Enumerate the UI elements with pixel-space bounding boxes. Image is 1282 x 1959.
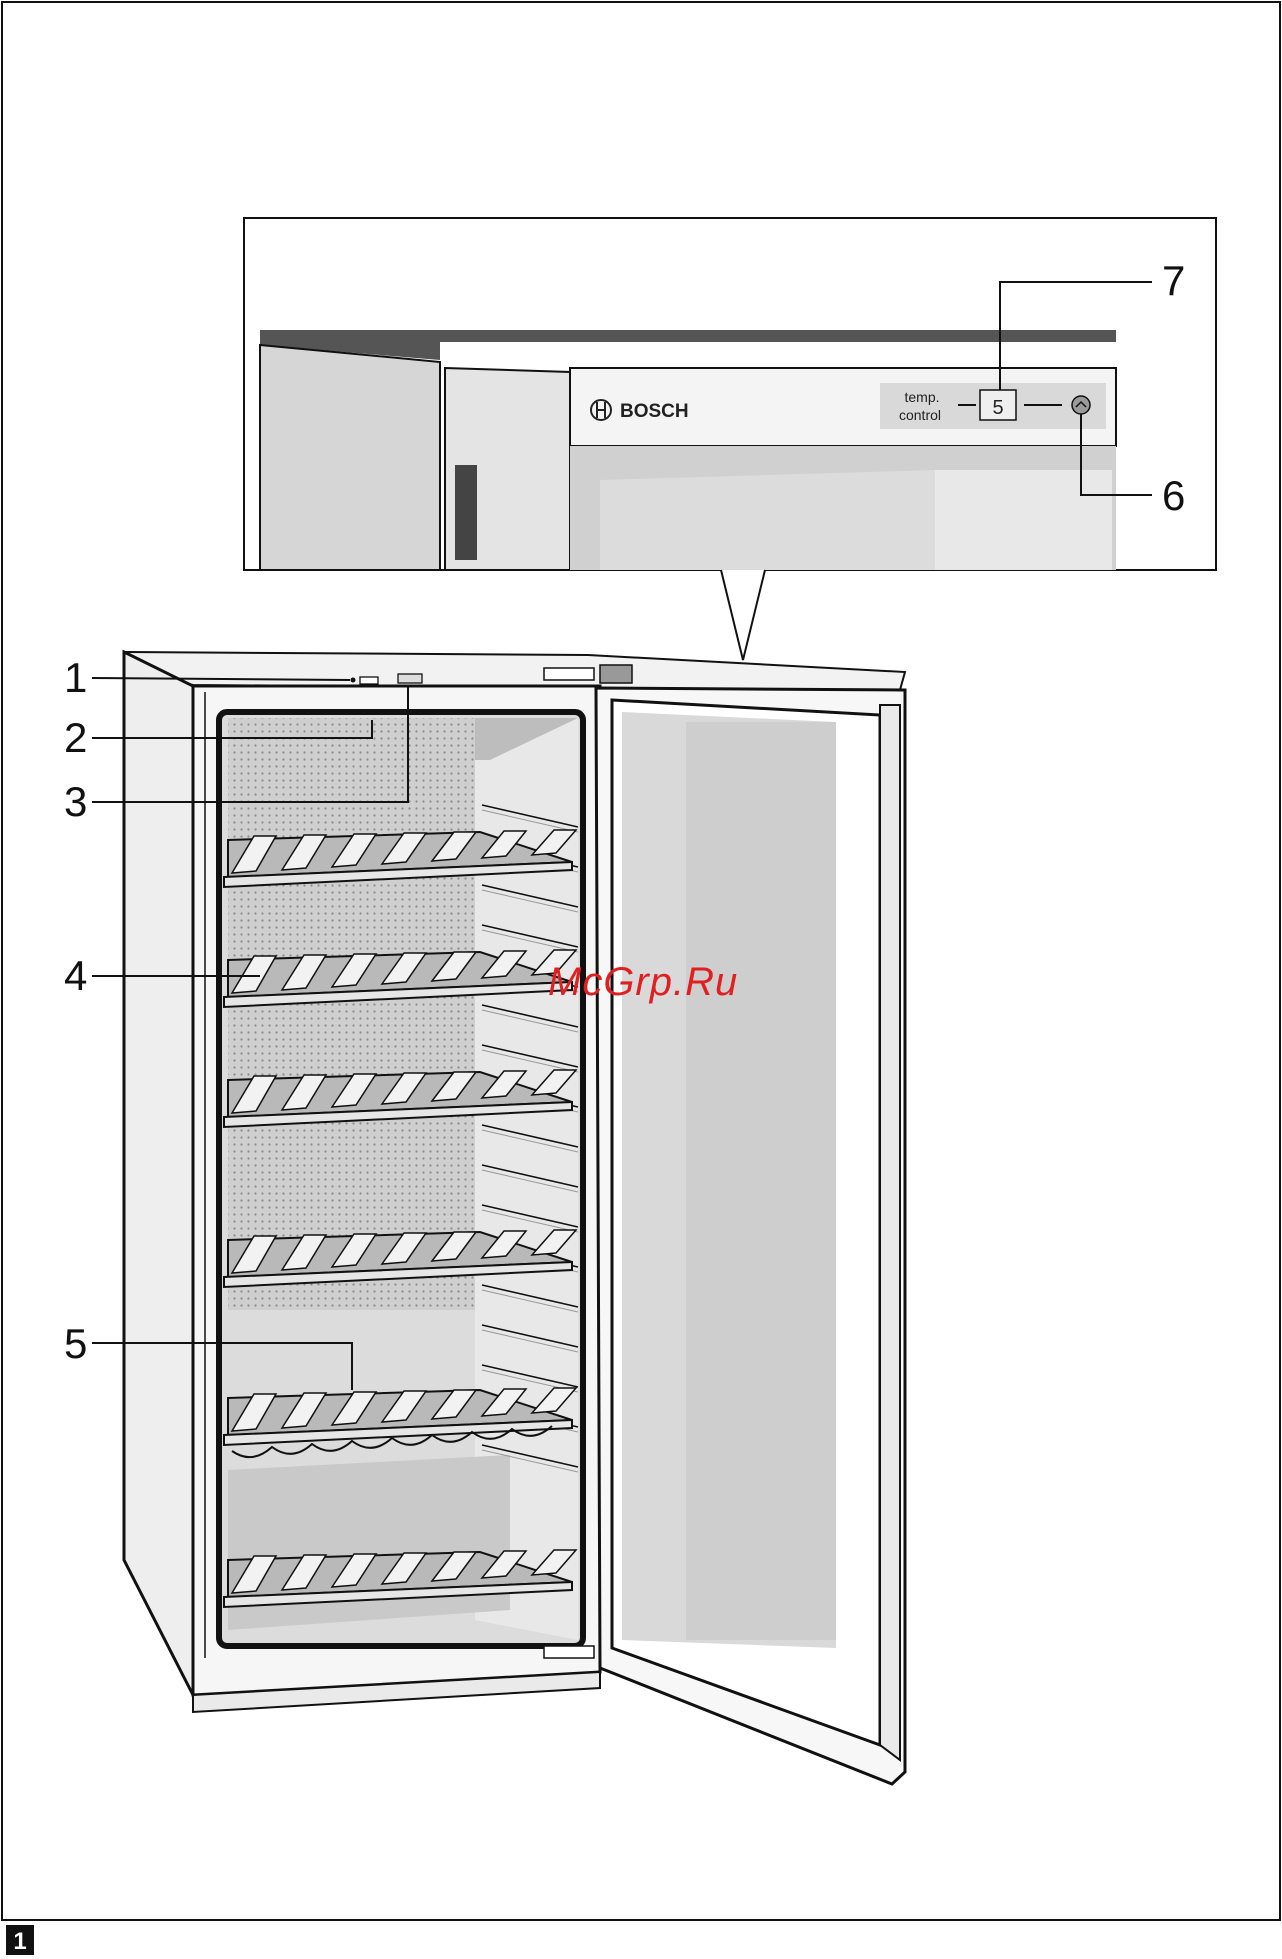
callout-2: 2 <box>64 714 87 761</box>
hinge-bottom <box>544 1646 594 1658</box>
temp-control-label-2: control <box>899 407 941 423</box>
watermark: McGrp.Ru <box>548 960 738 1004</box>
figure-number: 1 <box>13 1928 26 1955</box>
glass-door-reflection <box>686 722 836 1640</box>
callout-3: 3 <box>64 778 87 825</box>
callout-6: 6 <box>1162 472 1185 519</box>
temp-setting-button-icon <box>1072 396 1090 414</box>
rear-wall-perforated <box>228 718 475 1310</box>
inset-interior-wall <box>600 470 935 570</box>
callout-4: 4 <box>64 952 87 999</box>
hinge-top <box>544 668 594 680</box>
cabinet-top <box>124 652 905 690</box>
callout-7: 7 <box>1162 257 1185 304</box>
detail-inset: BOSCH temp. control 5 7 6 <box>244 218 1216 570</box>
temp-control-label-1: temp. <box>904 389 939 405</box>
light-switch <box>360 677 378 684</box>
brand-label: BOSCH <box>620 401 689 422</box>
temp-control-unit <box>398 674 422 683</box>
door-edge-profile <box>880 705 900 1760</box>
wine-cabinet <box>124 652 905 1784</box>
cabinet-side <box>124 652 193 1695</box>
temperature-display-value: 5 <box>992 397 1003 419</box>
inset-door-handle <box>455 465 477 560</box>
indicator-dot <box>351 678 356 683</box>
inset-side-wall <box>260 345 440 570</box>
inset-pointer <box>721 570 765 660</box>
hinge-top-block <box>600 665 632 683</box>
callout-1: 1 <box>64 654 87 701</box>
callout-5: 5 <box>64 1320 87 1367</box>
inset-interior-light <box>935 470 1112 570</box>
